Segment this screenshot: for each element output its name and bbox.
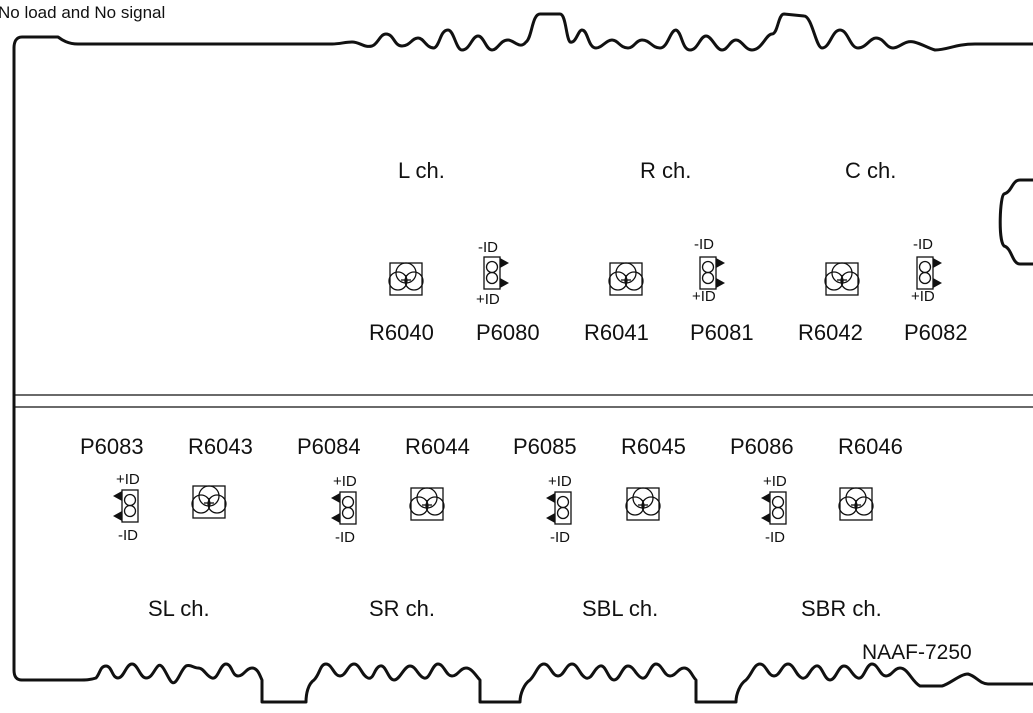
ref-P6084: P6084 <box>297 434 361 459</box>
ref-R6044: R6044 <box>405 434 470 459</box>
ref-R6043: R6043 <box>188 434 253 459</box>
connector-P6081 <box>699 256 725 290</box>
pin-label-minus-id: -ID <box>694 236 714 253</box>
board-edge-top <box>12 12 1033 52</box>
connector-P6084 <box>331 491 357 525</box>
ref-P6083: P6083 <box>80 434 144 459</box>
trimmer-resistor-R6046 <box>838 487 874 521</box>
ref-P6081: P6081 <box>690 320 754 345</box>
pin-label-plus-id: +ID <box>763 473 787 490</box>
channel-label-C: C ch. <box>845 158 897 183</box>
pin-label-minus-id: -ID <box>913 236 933 253</box>
channel-label-L: L ch. <box>398 158 445 183</box>
channel-label-SR: SR ch. <box>369 596 436 621</box>
channel-label-R: R ch. <box>640 158 692 183</box>
board-edge-left <box>12 46 24 682</box>
ref-R6040: R6040 <box>369 320 434 345</box>
connector-P6085 <box>546 491 572 525</box>
connector-P6082 <box>916 256 942 290</box>
trimmer-resistor-R6041 <box>608 262 644 296</box>
ref-P6086: P6086 <box>730 434 794 459</box>
pin-label-minus-id: -ID <box>765 529 785 546</box>
connector-P6086 <box>761 491 787 525</box>
channel-label-SBL: SBL ch. <box>582 596 659 621</box>
trimmer-resistor-R6040 <box>388 262 424 296</box>
pin-label-minus-id: -ID <box>118 527 138 544</box>
channel-label-SBR: SBR ch. <box>801 596 882 621</box>
connector-P6083 <box>113 489 139 523</box>
board-edge-bottom <box>20 662 1033 704</box>
pin-label-minus-id: -ID <box>478 239 498 256</box>
ref-R6041: R6041 <box>584 320 649 345</box>
board-right-notch <box>998 178 1033 266</box>
ref-P6082: P6082 <box>904 320 968 345</box>
pin-label-plus-id: +ID <box>476 291 500 308</box>
channel-label-SL: SL ch. <box>148 596 210 621</box>
ref-R6046: R6046 <box>838 434 903 459</box>
pin-label-plus-id: +ID <box>911 288 935 305</box>
pin-label-plus-id: +ID <box>692 288 716 305</box>
trimmer-resistor-R6044 <box>409 487 445 521</box>
trimmer-resistor-R6045 <box>625 487 661 521</box>
ref-P6085: P6085 <box>513 434 577 459</box>
pin-label-plus-id: +ID <box>333 473 357 490</box>
connector-P6080 <box>483 256 509 290</box>
ref-R6045: R6045 <box>621 434 686 459</box>
pin-label-minus-id: -ID <box>335 529 355 546</box>
trimmer-resistor-R6042 <box>824 262 860 296</box>
pin-label-plus-id: +ID <box>548 473 572 490</box>
ref-R6042: R6042 <box>798 320 863 345</box>
pin-label-plus-id: +ID <box>116 471 140 488</box>
trimmer-resistor-R6043 <box>191 485 227 519</box>
board-code: NAAF-7250 <box>862 641 972 664</box>
ref-P6080: P6080 <box>476 320 540 345</box>
note-text: No load and No signal <box>0 3 166 22</box>
pin-label-minus-id: -ID <box>550 529 570 546</box>
